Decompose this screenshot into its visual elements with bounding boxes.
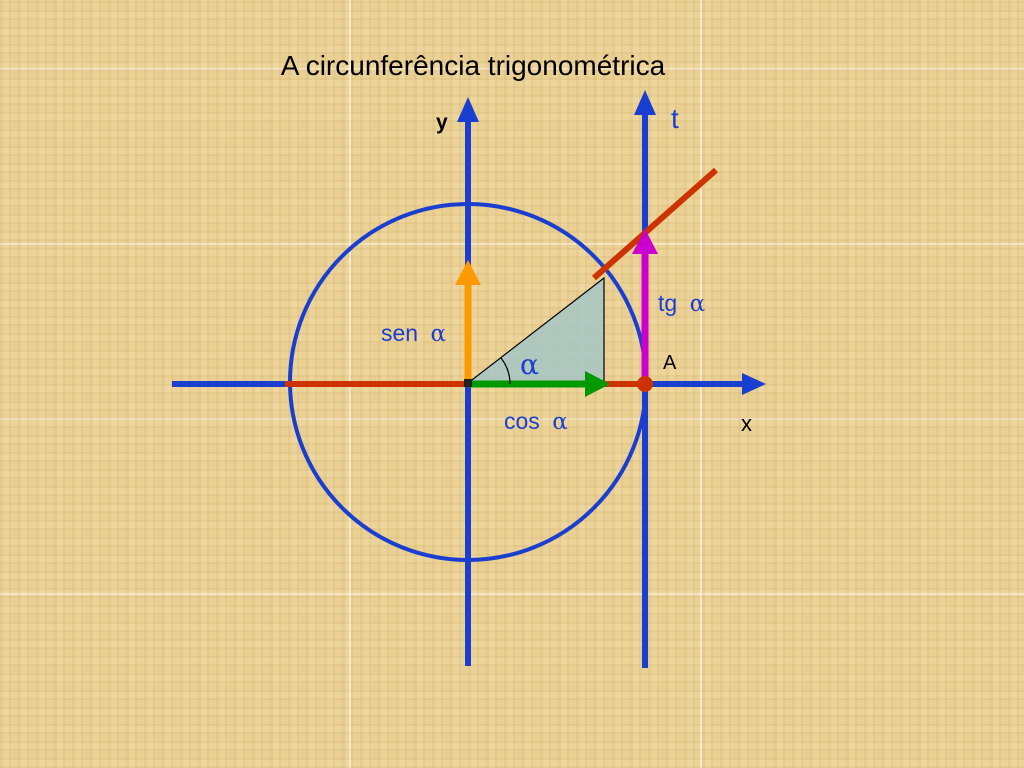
- y-axis-arrowhead: [457, 97, 479, 122]
- x-axis-arrowhead: [742, 373, 766, 395]
- y-axis-label: y: [436, 111, 448, 134]
- page-title: A circunferência trigonométrica: [280, 50, 666, 81]
- cosine-label-alpha: α: [552, 409, 568, 435]
- point-a-label: A: [663, 352, 677, 374]
- sine-label: sen α: [381, 320, 446, 347]
- cosine-arrowhead: [585, 371, 610, 397]
- sine-label-alpha: α: [430, 321, 446, 347]
- sine-arrowhead: [455, 260, 481, 285]
- tangent-label: tg α: [658, 290, 705, 317]
- tangent-axis-arrowhead: [634, 90, 656, 115]
- cosine-label: cos α: [504, 408, 568, 435]
- point-a-marker: [637, 376, 653, 392]
- angle-arc: [500, 357, 511, 385]
- x-axis-label: x: [741, 411, 752, 436]
- tangent-label-alpha: α: [690, 291, 706, 317]
- angle-alpha-label: α: [520, 348, 539, 381]
- cosine-label-text: cos: [504, 408, 540, 434]
- origin-marker: [464, 379, 472, 387]
- tangent-arrowhead: [632, 229, 658, 254]
- secant-line: [592, 167, 718, 281]
- tangent-axis-label: t: [671, 103, 679, 134]
- tangent-label-text: tg: [658, 290, 677, 316]
- sine-label-text: sen: [381, 320, 418, 346]
